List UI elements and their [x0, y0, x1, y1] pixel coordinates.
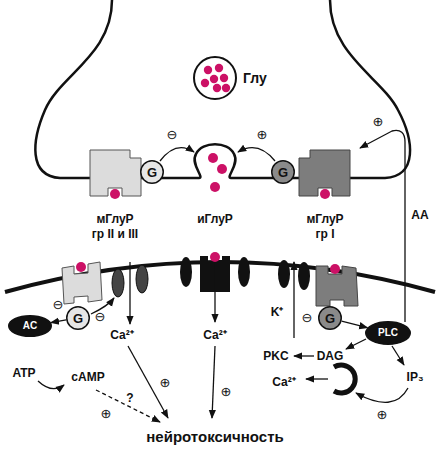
calcium-store: [334, 365, 355, 393]
g-protein: G: [140, 160, 164, 184]
arachidonic-acid-arrow: [360, 130, 405, 322]
signal-connector: [51, 320, 66, 323]
glutamate-dot: [204, 66, 212, 74]
question-mark: ?: [126, 391, 133, 406]
ion-name: K⁺: [271, 305, 284, 320]
glutamate-dot: [208, 153, 218, 163]
glutamate-dot: [215, 64, 223, 72]
potassium-efflux-arrow: [293, 262, 294, 338]
activation-sign: ⊕: [221, 384, 232, 400]
g-protein-shape: [67, 307, 90, 330]
activate-arrow: [356, 388, 408, 402]
glutamate-dot: [76, 262, 86, 272]
synaptic-vesicle-outline: [193, 56, 237, 100]
activation-sign: ⊕: [373, 114, 384, 130]
node-text: G: [318, 306, 342, 330]
g-protein: G: [66, 306, 90, 330]
receptor-group-2-3: [62, 262, 102, 304]
glutamate-dot: [222, 84, 230, 92]
glutamate-dot: [330, 264, 340, 274]
ion-name: Ca²⁺: [110, 328, 133, 343]
enzyme-oval: PLC: [365, 321, 411, 345]
activate-arrow: [238, 148, 275, 161]
glutamate-dot: [201, 79, 209, 87]
hypothetical-arrow: [96, 390, 160, 422]
activation-sign: ⊕: [257, 127, 268, 143]
outcome-label: нейротоксичность: [146, 428, 283, 447]
signal-connector: [342, 321, 368, 328]
inhibition-sign: ⊖: [302, 310, 313, 326]
enzyme-oval-shape: [366, 322, 411, 345]
glutamate-dot: [210, 75, 218, 83]
node-text: PLC: [365, 321, 411, 345]
inhibition-sign: ⊖: [53, 297, 64, 313]
inhibition-sign: ⊖: [167, 127, 178, 143]
node-text: Глу: [243, 56, 267, 100]
inhibition-sign: ⊖: [95, 309, 106, 325]
calcium-channel: [112, 269, 124, 297]
molecule-name: ATP: [12, 366, 35, 381]
ion-name: Ca²⁺: [272, 375, 295, 390]
molecule-name: cAMP: [71, 370, 104, 385]
g-protein: G: [318, 306, 342, 330]
potassium-channel: [298, 262, 310, 290]
activation-sign: ⊕: [160, 375, 171, 391]
g-protein-shape: [141, 161, 164, 184]
node-text: G: [140, 160, 164, 184]
glutamate-dot: [217, 164, 227, 174]
receptor-name: иГлуР: [197, 212, 233, 227]
toxicity-arrow: [212, 346, 215, 418]
calcium-influx-arrow: [129, 262, 130, 324]
signal-arrow: [294, 355, 314, 356]
glutamate-dot: [220, 74, 228, 82]
glutamate-dot: [210, 252, 220, 262]
inhibit-arrow: [160, 148, 194, 161]
molecule-name: DAG: [317, 349, 344, 364]
receptor-name: мГлуР гр II и III: [90, 212, 140, 242]
ion-name: Ca²⁺: [203, 328, 226, 343]
calcium-channel: [136, 265, 148, 293]
vesicle-membrane: [194, 57, 236, 99]
node-text: G: [271, 160, 295, 184]
ion-channel: [238, 257, 250, 287]
potassium-channel: [278, 260, 290, 288]
calcium-influx-arrow: [214, 262, 215, 322]
signal-arrow: [346, 339, 366, 349]
g-protein-shape: [272, 161, 295, 184]
calcium-release-arrow: [306, 378, 328, 379]
molecule-name: PKC: [263, 349, 288, 364]
g-protein-shape: [319, 307, 342, 330]
ion-channel: [180, 257, 192, 287]
molecule-name: IP₃: [407, 370, 424, 385]
signal-arrow: [38, 381, 64, 389]
glutamate-dot: [110, 189, 120, 199]
synaptic-vesicle: Глу: [193, 56, 237, 100]
molecule-name: AA: [411, 208, 428, 223]
signal-arrow: [392, 346, 404, 365]
receptor-name: мГлуР гр I: [300, 212, 350, 242]
glutamate-dot: [213, 84, 221, 92]
activation-sign: ⊕: [377, 407, 388, 423]
g-protein: G: [271, 160, 295, 184]
enzyme-oval: AC: [8, 315, 52, 337]
glutamate-dot: [320, 189, 330, 199]
glutamate-dot: [210, 182, 220, 192]
node-text: AC: [8, 315, 52, 337]
node-text: G: [66, 306, 90, 330]
enzyme-oval-shape: [9, 316, 52, 337]
activation-sign: ⊕: [101, 406, 112, 422]
